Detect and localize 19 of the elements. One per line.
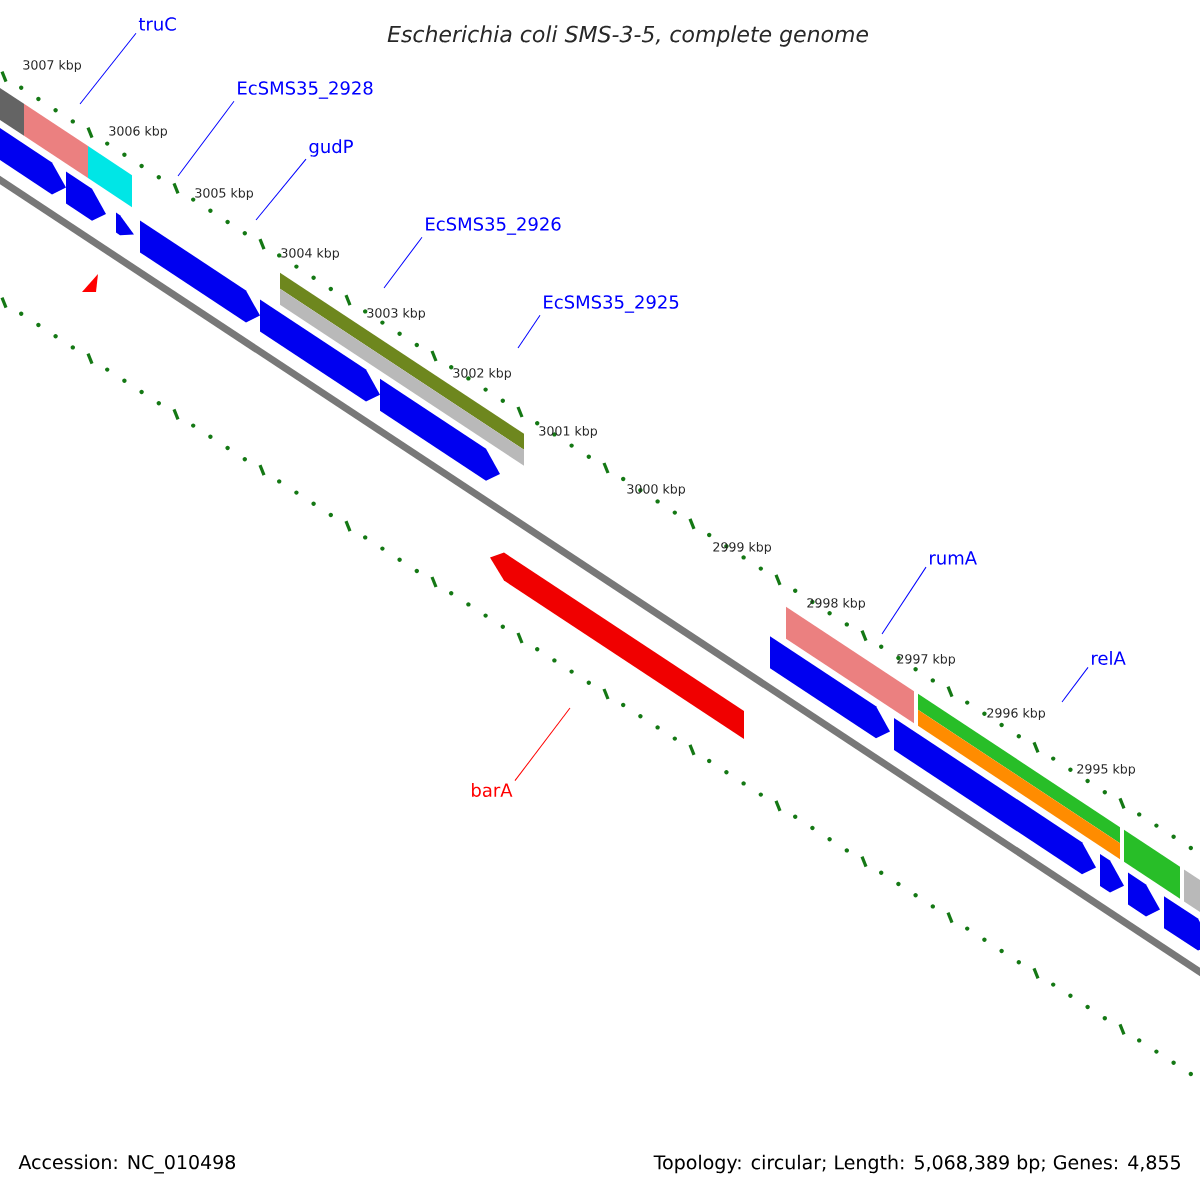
- leader-line: [79, 32, 137, 105]
- gene-label: EcSMS35_2928: [238, 81, 373, 99]
- gene-label: relA: [1092, 651, 1126, 665]
- accession-text: Accession: NC_010498: [18, 1154, 236, 1174]
- leader-line: [383, 236, 423, 289]
- leader-line: [177, 100, 235, 177]
- gene-label: rumA: [930, 551, 977, 565]
- leader-line: [255, 158, 307, 221]
- gene-label: truC: [138, 17, 176, 31]
- leader-line: [1061, 666, 1089, 703]
- title: Escherichia coli SMS-3-5, complete genome: [387, 25, 868, 47]
- leader-line: [514, 707, 571, 782]
- gene-label: EcSMS35_2926: [426, 217, 561, 235]
- genome-info-text: Topology: circular; Length: 5,068,389 bp; Genes: 4,855: [653, 1154, 1180, 1174]
- gene-label: EcSMS35_2925: [544, 295, 679, 313]
- gene-label: gudP: [309, 139, 353, 157]
- leader-line: [881, 566, 927, 635]
- gene-label: barA: [472, 783, 513, 797]
- leader-line: [517, 314, 541, 349]
